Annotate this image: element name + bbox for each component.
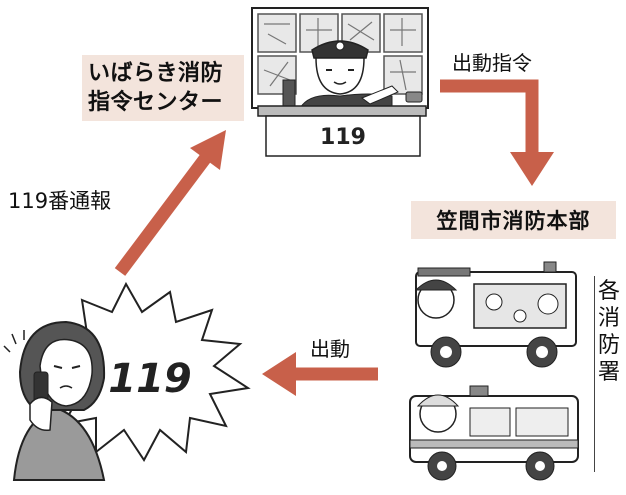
arrow-center-to-hq (440, 79, 554, 186)
dispatch-center-label-line2: 指令センター (88, 90, 224, 115)
fire-hq-label: 笠間市消防本部 (411, 201, 616, 239)
stations-char: 防 (598, 333, 621, 358)
dispatch-center-label: いばらき消防 指令センター (82, 55, 244, 121)
stations-label: 各 消 防 署 (598, 278, 620, 386)
stations-char: 署 (598, 360, 621, 385)
emergency-call-label: 119番通報 (8, 189, 112, 213)
ambulance-illustration (409, 385, 579, 481)
dispatch-order-label: 出動指令 (452, 51, 532, 75)
stations-char: 消 (598, 306, 621, 331)
arrow-stations-to-caller (262, 352, 378, 396)
arrow-call-to-center (114, 130, 226, 276)
star-burst: 119 (45, 281, 251, 462)
stations-char: 各 (598, 279, 621, 304)
caller-bubble-number: 119 (108, 356, 192, 402)
dispatch-center-label-line1: いばらき消防 (88, 61, 224, 86)
caller-illustration (3, 320, 106, 481)
stations-bracket (594, 276, 621, 472)
turnout-label: 出動 (310, 337, 350, 361)
desk-number: 119 (320, 125, 366, 150)
dispatcher-illustration: 119 (251, 7, 429, 157)
fire-engine-illustration (414, 261, 577, 368)
